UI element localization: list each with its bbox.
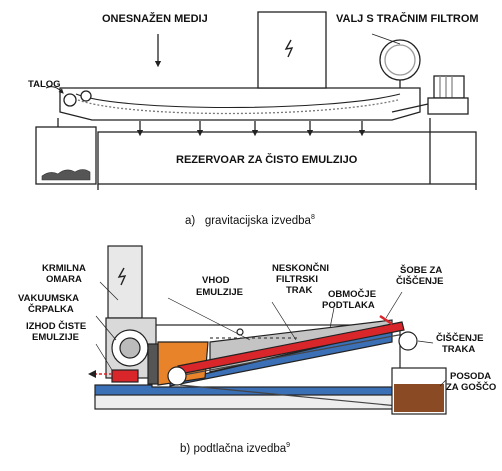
caption-b-letter: b)	[180, 442, 191, 455]
label-vacuum-pump-1: VAKUUMSKA	[18, 293, 80, 304]
label-control-cabinet-1: KRMILNA	[42, 263, 86, 274]
head-roller	[398, 331, 418, 351]
caption-a-ref: 8	[310, 214, 315, 221]
outlet-pump	[111, 369, 139, 383]
label-vacuum-zone-2: PODTLAKA	[322, 300, 375, 311]
label-emulsion-inlet-1: VHOD	[202, 275, 230, 286]
label-control-cabinet-2: OMARA	[46, 274, 82, 285]
drive-motor-top	[433, 75, 465, 99]
label-belt-cleaning-2: TRAKA	[442, 344, 476, 355]
end-roller-left	[63, 93, 77, 107]
label-vacuum-zone-1: OBMOČJE	[328, 289, 377, 300]
tail-roller	[167, 366, 187, 386]
label-vacuum-pump-2: ČRPALKA	[28, 304, 74, 315]
caption-b-ref: 9	[286, 442, 291, 449]
label-clean-emulsion-outlet-1: IZHOD ČISTE	[26, 321, 87, 332]
label-endless-filter-belt-1: NESKONČNI	[272, 263, 330, 274]
caption-b: b) podtlačna izvedba9	[180, 442, 290, 455]
label-cleaning-nozzles-2: ČIŠČENJE	[396, 276, 444, 287]
belt-filter-drum	[379, 39, 421, 81]
caption-b-text: podtlačna izvedba	[193, 442, 287, 455]
label-contaminated-medium: ONESNAŽEN MEDIJ	[102, 13, 208, 25]
label-endless-filter-belt-3: TRAK	[286, 285, 313, 296]
clean-emulsion-tank	[97, 131, 477, 185]
vacuum-filter-diagram	[88, 245, 447, 415]
label-cleaning-nozzles-1: ŠOBE ZA	[400, 265, 443, 276]
label-clean-emulsion-outlet-2: EMULZIJE	[32, 332, 79, 343]
label-clean-emulsion-tank: REZERVOAR ZA ČISTO EMULZIJO	[176, 154, 358, 166]
filter-belt-top	[75, 93, 401, 109]
control-cabinet	[107, 245, 143, 319]
label-emulsion-inlet-2: EMULZIJE	[196, 287, 243, 298]
label-sludge-container-1: POSODA	[450, 371, 492, 382]
label-sludge: TALOG	[28, 79, 61, 90]
cleaning-nozzle	[379, 314, 393, 326]
label-sludge-container-2: ZA GOŠČO	[446, 382, 497, 393]
label-belt-cleaning-1: ČIŠČENJE	[436, 333, 484, 344]
control-box-top	[257, 11, 327, 89]
caption-a: a) gravitacijska izvedba8	[185, 214, 315, 227]
filter-trough	[59, 87, 421, 121]
label-endless-filter-belt-2: FILTRSKI	[276, 274, 319, 285]
caption-a-text: gravitacijska izvedba	[204, 214, 311, 227]
label-roller-with-belt-filter: VALJ S TRAČNIM FILTROM	[336, 13, 479, 25]
gravity-filter-diagram	[35, 11, 477, 190]
caption-a-letter: a)	[185, 214, 196, 227]
